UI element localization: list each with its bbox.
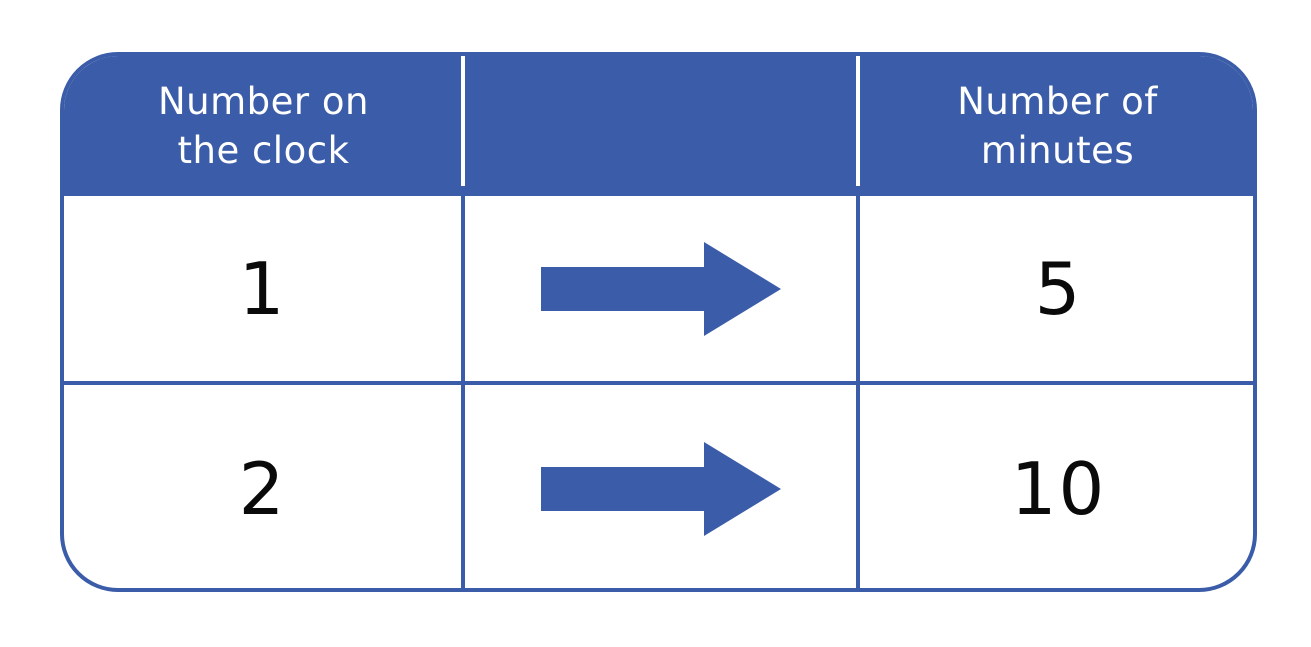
row-divider <box>64 381 1253 385</box>
header-divider-1 <box>461 56 465 186</box>
header-cell-clock-number: Number on the clock <box>64 56 463 196</box>
conversion-table: Number on the clock Number of minutes 1 <box>60 52 1257 592</box>
header-clock-number-line2: the clock <box>177 129 350 172</box>
header-cell-minutes: Number of minutes <box>858 56 1253 196</box>
right-arrow-icon <box>540 439 781 539</box>
cell-minutes-row1: 5 <box>860 196 1253 381</box>
cell-clock-number-row1: 1 <box>64 196 461 381</box>
right-arrow-icon <box>540 239 781 339</box>
header-minutes-line2: minutes <box>980 129 1135 172</box>
table-header-row: Number on the clock Number of minutes <box>64 56 1253 196</box>
cell-clock-number-row2: 2 <box>64 385 461 588</box>
column-divider-2 <box>856 196 860 588</box>
header-divider-2 <box>856 56 860 186</box>
header-minutes-text: Number of minutes <box>957 77 1158 175</box>
clock-number-value-row1: 1 <box>238 246 287 331</box>
table-body: 1 5 2 <box>64 196 1253 588</box>
table-row: 1 5 <box>64 196 1253 381</box>
clock-number-value-row2: 2 <box>238 446 287 531</box>
header-minutes-line1: Number of <box>957 79 1158 123</box>
header-clock-number-text: Number on the clock <box>158 77 369 175</box>
cell-minutes-row2: 10 <box>860 385 1253 588</box>
cell-arrow-row1 <box>465 196 856 381</box>
minutes-value-row1: 5 <box>1034 246 1083 331</box>
header-cell-arrow <box>463 56 858 196</box>
header-clock-number-line1: Number on <box>158 79 369 123</box>
cell-arrow-row2 <box>465 385 856 588</box>
table-row: 2 10 <box>64 385 1253 588</box>
column-divider-1 <box>461 196 465 588</box>
minutes-value-row2: 10 <box>1010 446 1107 531</box>
